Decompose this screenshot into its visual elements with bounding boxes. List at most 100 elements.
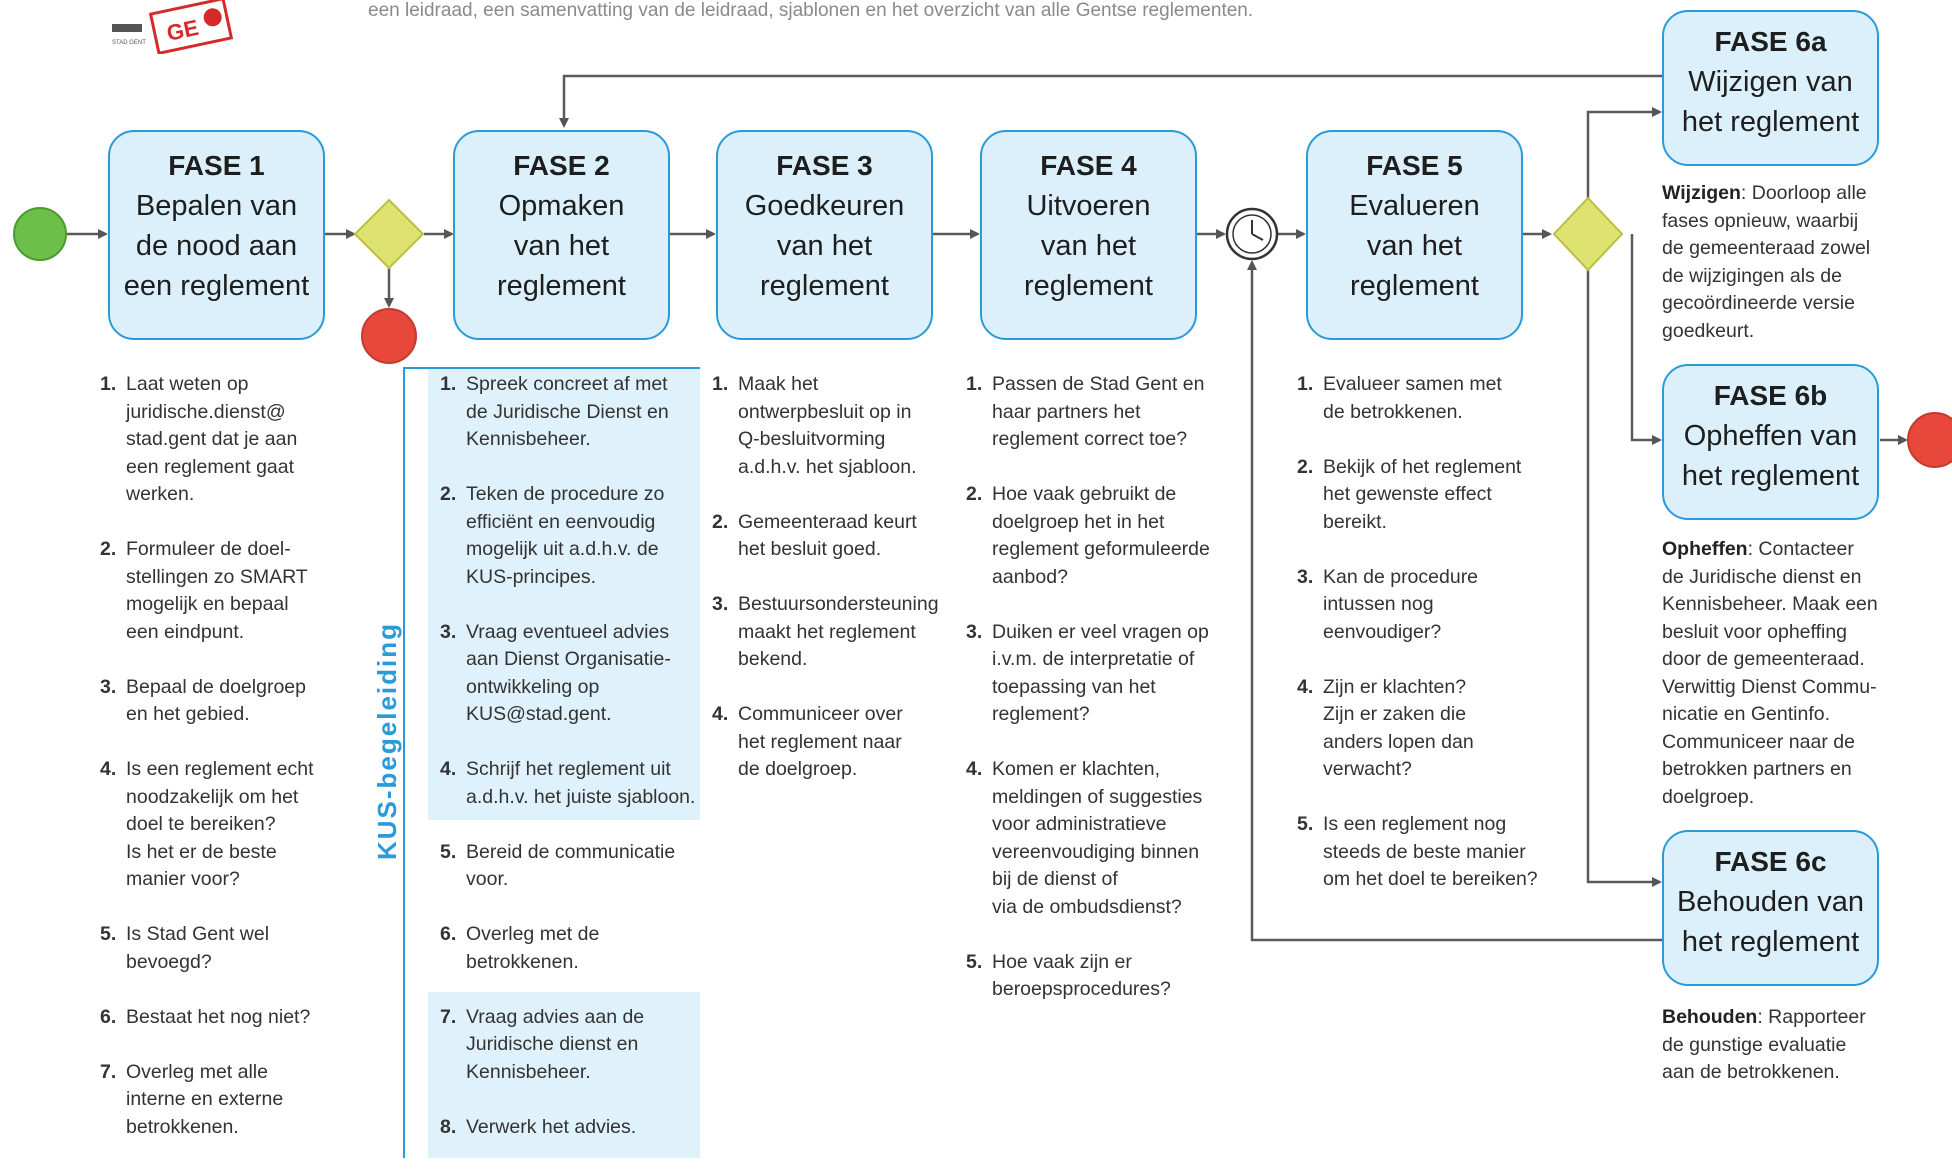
step-text-line: reglement geformuleerde <box>992 538 1210 560</box>
step-text-line: interne en externe <box>126 1088 284 1110</box>
note-text-line: nicatie en Gentinfo. <box>1662 703 1831 725</box>
step-text-line: mogelijk en bepaal <box>126 593 289 615</box>
step-text-line: Bestuursondersteuning <box>738 593 939 615</box>
step-text-line: maakt het reglement <box>738 620 916 643</box>
phase-fase-6a[interactable]: FASE 6a Wijzigen van het reglement <box>1662 10 1879 166</box>
step-number: 5. <box>966 950 983 973</box>
phase-subtitle: reglement <box>1350 270 1479 302</box>
step-text-line: Hoe vaak gebruikt de <box>992 483 1177 505</box>
note-text-line: : Doorloop alle <box>1740 182 1867 204</box>
step-text-line: Formuleer de doel- <box>126 538 291 560</box>
step-text-line: Zijn er klachten? <box>1323 675 1467 698</box>
step-text-line: efficiënt en eenvoudig <box>466 510 656 533</box>
phase-subtitle: van het <box>1040 230 1137 262</box>
phase-subtitle: het reglement <box>1681 926 1860 958</box>
step-text-line: KUS@stad.gent. <box>466 703 612 725</box>
step-number: 4. <box>966 758 983 780</box>
kus-highlight-block <box>428 992 700 1158</box>
step-number: 1. <box>712 373 729 395</box>
note-text-line: de gemeenteraad zowel <box>1662 237 1871 259</box>
step-number: 7. <box>440 1005 457 1028</box>
phase-fase-2[interactable]: FASE 2 Opmaken van het reglement <box>453 130 670 340</box>
flow-fase6c-to-timer <box>1247 260 1662 942</box>
end-event-circle <box>1907 412 1952 468</box>
phase-fase-5[interactable]: FASE 5 Evalueren van het reglement <box>1306 130 1523 340</box>
phase-subtitle: Uitvoeren <box>1026 190 1151 222</box>
step-text-line: bereikt. <box>1323 510 1387 533</box>
step-text-line: Bekijk of het reglement <box>1323 455 1522 478</box>
phase-subtitle: Goedkeuren <box>744 190 905 222</box>
step-number: 7. <box>100 1060 117 1083</box>
step-text-line: betrokkenen. <box>126 1115 239 1138</box>
step-number: 4. <box>712 703 729 725</box>
step-text-line: Juridische dienst en <box>466 1033 639 1055</box>
step-text-line: bij de dienst of <box>992 868 1118 890</box>
step-text-line: de betrokkenen. <box>1323 400 1463 423</box>
phase-title: FASE 6c <box>1714 846 1827 877</box>
phase-title: FASE 6b <box>1713 380 1828 411</box>
phase-subtitle: Behouden van <box>1676 886 1865 918</box>
flow-gateway-to-fase6b <box>1630 234 1662 445</box>
step-text-line: ontwikkeling op <box>466 675 600 698</box>
flow-gateway-to-fase6a <box>1586 107 1662 198</box>
step-text-line: haar partners het <box>992 400 1141 423</box>
step-text-line: steeds de beste manier <box>1323 840 1526 863</box>
step-text-line: Schrijf het reglement uit <box>466 758 671 780</box>
phase-subtitle: reglement <box>1024 270 1153 302</box>
flow-gateway-to-fase6c <box>1586 270 1662 887</box>
kus-bracket-vertical <box>403 368 405 1158</box>
step-text-line: Is een reglement nog <box>1323 813 1507 835</box>
step-text-line: a.d.h.v. het sjabloon. <box>738 455 917 478</box>
phase-fase-3[interactable]: FASE 3 Goedkeuren van het reglement <box>716 130 933 340</box>
phase-subtitle: Wijzigen van <box>1688 66 1853 98</box>
step-text-line: Gemeenteraad keurt <box>738 510 917 533</box>
phase-fase-6c[interactable]: FASE 6c Behouden van het reglement <box>1662 830 1879 986</box>
kus-begeleiding-label: KUS-begeleiding <box>372 621 402 860</box>
step-number: 3. <box>1297 565 1314 588</box>
phase-subtitle: Opmaken <box>498 190 625 222</box>
step-text-line: Kennisbeheer. <box>466 428 591 450</box>
step-text-line: i.v.m. de interpretatie of <box>992 648 1195 670</box>
flow-fase6a-to-fase2 <box>559 74 1662 128</box>
step-text-line: Q-besluitvorming <box>738 428 886 450</box>
step-text-line: Zijn er zaken die <box>1323 703 1467 725</box>
step-text-line: toepassing van het <box>992 675 1156 698</box>
step-text-line: Is een reglement echt <box>126 758 314 780</box>
note-keyword: Behouden <box>1662 1006 1758 1028</box>
note-text-line: gecoördineerde versie <box>1662 292 1855 314</box>
step-number: 1. <box>100 373 117 395</box>
step-text-line: via de ombudsdienst? <box>992 895 1182 918</box>
phase-subtitle: van het <box>513 230 610 262</box>
step-text-line: betrokkenen. <box>466 950 579 973</box>
phase-fase-6b[interactable]: FASE 6b Opheffen van het reglement <box>1662 364 1879 520</box>
phase-subtitle: een reglement <box>123 270 310 302</box>
phase-fase-1[interactable]: FASE 1 Bepalen van de nood aan een regle… <box>108 130 325 340</box>
step-text-line: Vraag eventueel advies <box>466 620 670 643</box>
step-text-line: Vraag advies aan de <box>466 1005 645 1028</box>
phase-title: FASE 6a <box>1714 26 1827 57</box>
step-text-line: Evalueer samen met <box>1323 373 1502 395</box>
step-text-line: vereenvoudiging binnen <box>992 840 1200 863</box>
step-text-line: doelgroep het in het <box>992 510 1165 533</box>
step-text-line: beroepsprocedures? <box>992 978 1171 1000</box>
phase-subtitle: reglement <box>497 270 626 302</box>
exclusive-gateway-diamond <box>353 198 425 270</box>
step-text-line: Spreek concreet af met <box>466 373 668 395</box>
note-text-line: de wijzigingen als de <box>1662 264 1842 287</box>
step-text-line: doel te bereiken? <box>126 813 276 835</box>
step-item: 8.Verwerk het advies. <box>440 1114 702 1142</box>
phase-fase-4[interactable]: FASE 4 Uitvoeren van het reglement <box>980 130 1197 340</box>
step-text-line: Overleg met de <box>466 923 600 945</box>
step-text-line: verwacht? <box>1323 758 1412 780</box>
step-text-line: het gewenste effect <box>1323 483 1492 505</box>
step-text-line: reglement? <box>992 703 1090 725</box>
